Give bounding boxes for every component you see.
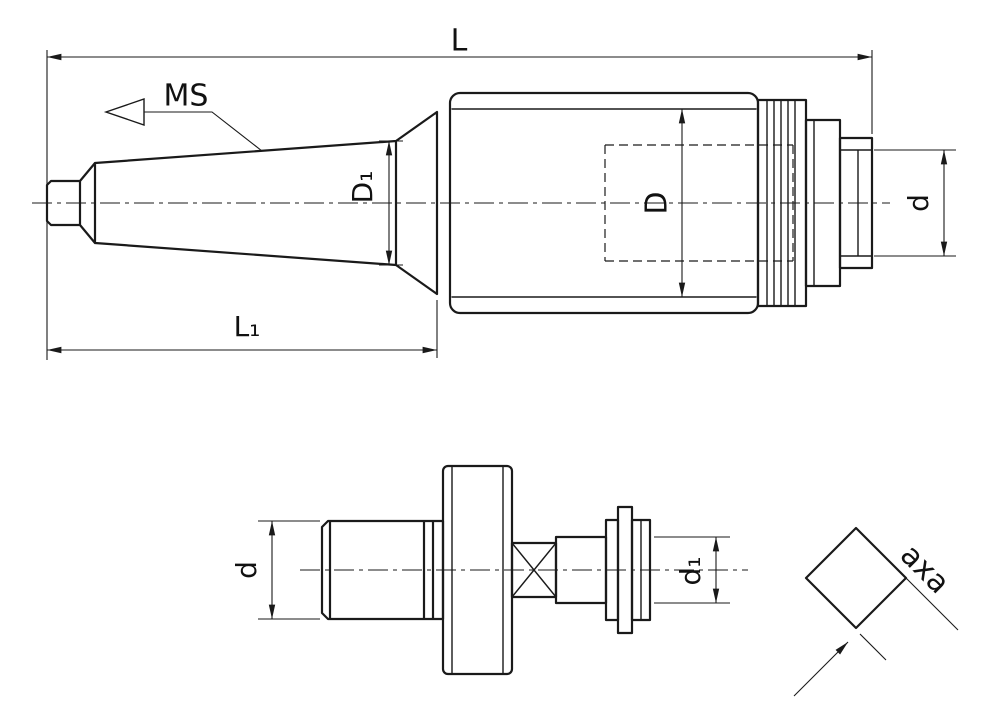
dimension-D1: D₁ (346, 140, 403, 266)
label-L1: L₁ (234, 310, 261, 343)
leader-line-MS (144, 111, 263, 152)
taper-callout: MS (103, 79, 263, 152)
chuck-body-edges (451, 108, 757, 298)
dimension-d1: d₁ (654, 536, 730, 604)
label-axa: axa (893, 538, 956, 601)
dimension-d-nose: d (874, 149, 956, 257)
label-D1: D₁ (346, 171, 379, 204)
square-extension-tick (859, 633, 887, 661)
square-drive-cross (511, 542, 557, 598)
dimension-L1: L₁ (46, 300, 438, 358)
extension-lines-d-shank (258, 520, 320, 620)
dimension-D: D (640, 108, 686, 298)
label-L: L (451, 24, 468, 59)
label-d-shank: d (230, 561, 263, 579)
square-section-outline (804, 526, 908, 630)
label-d1: d₁ (674, 557, 707, 586)
dim-arrow-square (793, 641, 849, 697)
bottom-view: d d₁ axa (230, 464, 959, 697)
label-MS: MS (164, 79, 209, 114)
square-side-extension (905, 577, 959, 631)
label-D: D (640, 191, 675, 214)
dimension-d-shank: d (230, 520, 320, 620)
square-section: axa (793, 526, 959, 697)
top-view: L L₁ D₁ D d MS (32, 24, 956, 360)
dimension-L: L (46, 24, 873, 360)
label-d-nose: d (902, 194, 935, 212)
taper-symbol-icon (103, 98, 145, 126)
